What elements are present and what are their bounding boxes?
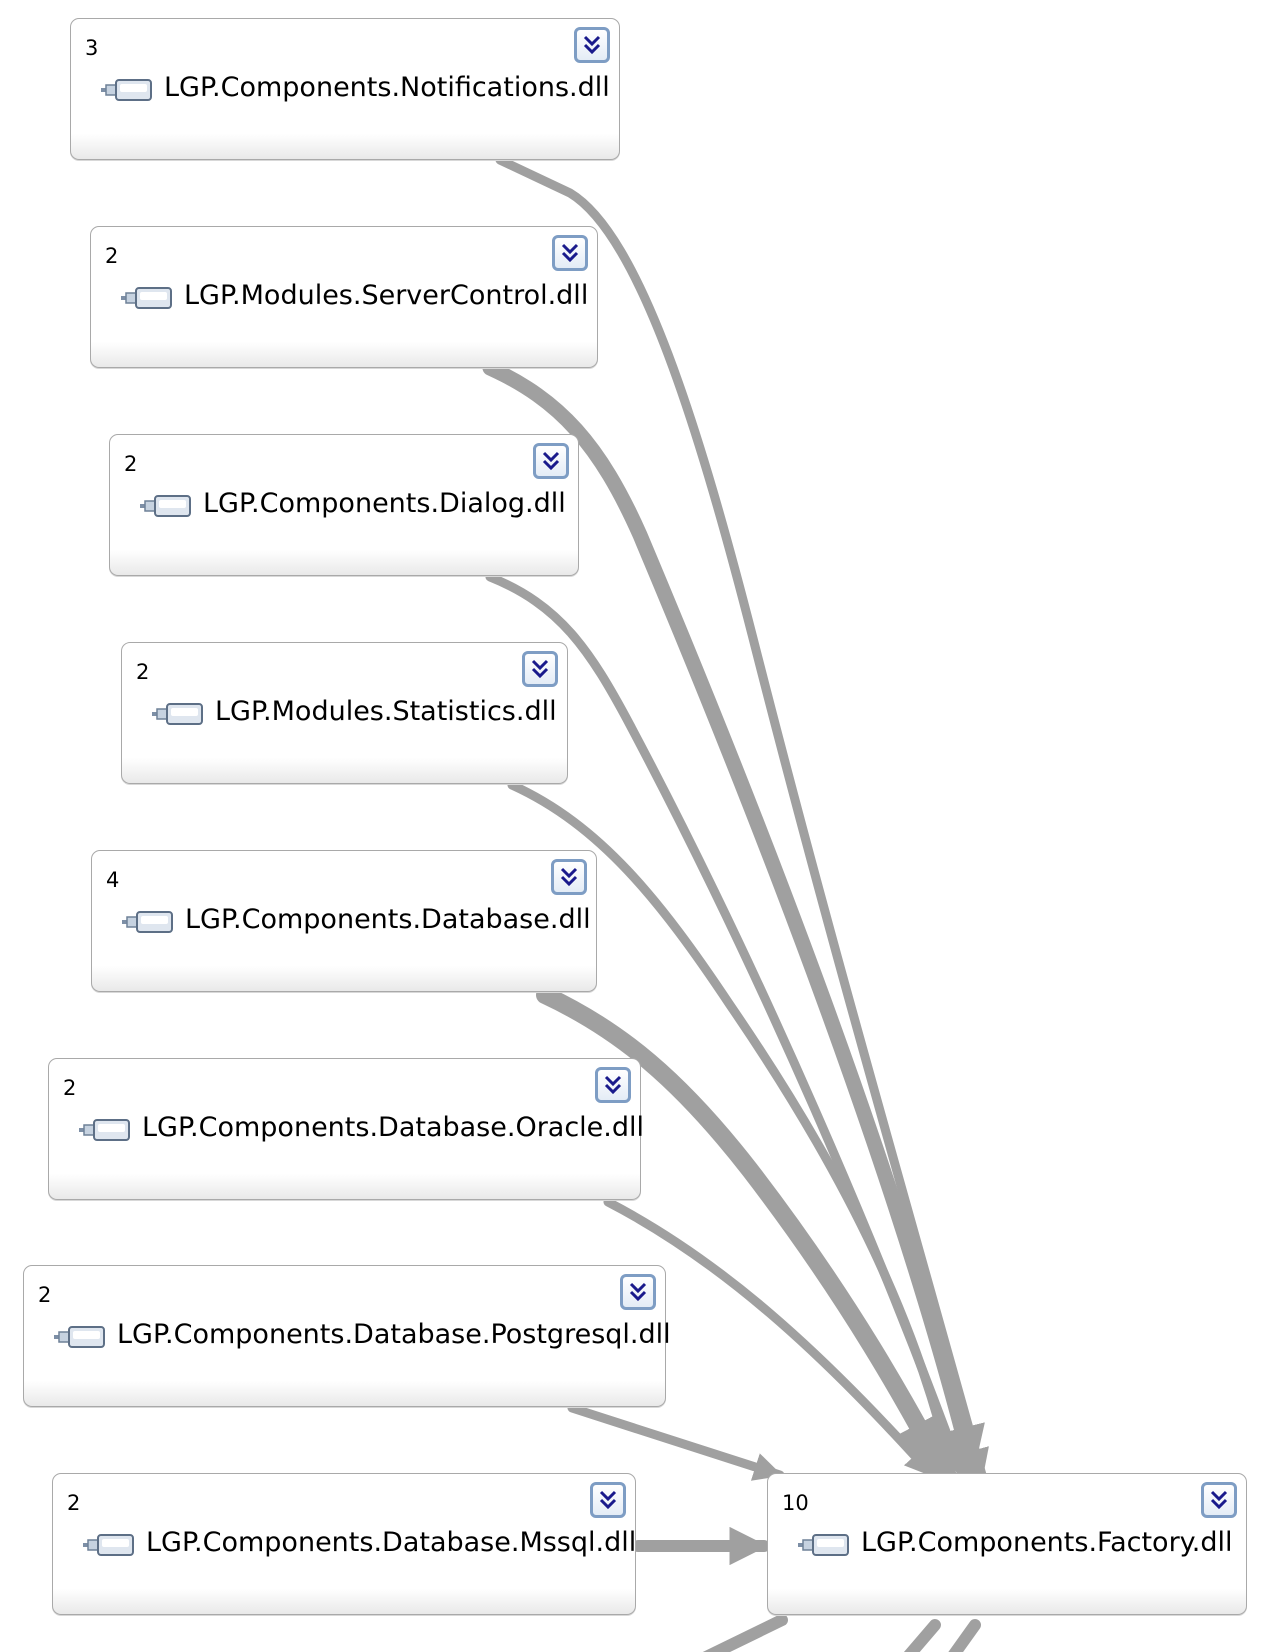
edge-servercontrol-factory bbox=[482, 360, 985, 1478]
node-label: LGP.Modules.Statistics.dll bbox=[215, 696, 557, 727]
node-count: 3 bbox=[85, 36, 99, 60]
node-count: 2 bbox=[105, 244, 119, 268]
node-count: 4 bbox=[106, 868, 120, 892]
node-label: LGP.Components.Factory.dll bbox=[861, 1527, 1233, 1558]
node-label: LGP.Components.Database.Postgresql.dll bbox=[117, 1319, 671, 1350]
node-count: 2 bbox=[124, 452, 138, 476]
edge-offscreen-3 bbox=[948, 1619, 981, 1652]
assembly-icon bbox=[121, 287, 172, 309]
node-factory[interactable]: 10 LGP.Components.Factory.dll bbox=[767, 1473, 1247, 1615]
assembly-icon bbox=[101, 79, 152, 101]
expand-chevron-icon[interactable] bbox=[551, 859, 587, 895]
expand-chevron-icon[interactable] bbox=[552, 235, 588, 271]
node-count: 2 bbox=[67, 1491, 81, 1515]
expand-chevron-icon[interactable] bbox=[522, 651, 558, 687]
edge-offscreen-2 bbox=[903, 1619, 941, 1652]
assembly-icon bbox=[54, 1326, 105, 1348]
node-statistics[interactable]: 2 LGP.Modules.Statistics.dll bbox=[121, 642, 568, 784]
node-count: 2 bbox=[63, 1076, 77, 1100]
assembly-icon bbox=[122, 911, 173, 933]
assembly-icon bbox=[798, 1534, 849, 1556]
node-label: LGP.Components.Notifications.dll bbox=[164, 72, 610, 103]
node-servercontrol[interactable]: 2 LGP.Modules.ServerControl.dll bbox=[90, 226, 598, 368]
assembly-icon bbox=[152, 703, 203, 725]
expand-chevron-icon[interactable] bbox=[1201, 1482, 1237, 1518]
edge-postgresql-factory bbox=[567, 1403, 785, 1481]
edge-notifications-factory bbox=[495, 155, 989, 1480]
assembly-icon bbox=[79, 1119, 130, 1141]
expand-chevron-icon[interactable] bbox=[574, 27, 610, 63]
assembly-icon bbox=[140, 495, 191, 517]
edge-offscreen-1 bbox=[702, 1614, 788, 1652]
node-label: LGP.Components.Database.Mssql.dll bbox=[146, 1527, 637, 1558]
edge-statistics-factory bbox=[507, 780, 961, 1480]
edge-oracle-factory bbox=[603, 1197, 937, 1480]
node-notifications[interactable]: 3 LGP.Components.Notifications.dll bbox=[70, 18, 620, 160]
edge-database-factory bbox=[536, 986, 951, 1479]
node-count: 2 bbox=[136, 660, 150, 684]
node-label: LGP.Modules.ServerControl.dll bbox=[184, 280, 589, 311]
expand-chevron-icon[interactable] bbox=[595, 1067, 631, 1103]
node-label: LGP.Components.Database.dll bbox=[185, 904, 591, 935]
node-dialog[interactable]: 2 LGP.Components.Dialog.dll bbox=[109, 434, 579, 576]
node-label: LGP.Components.Database.Oracle.dll bbox=[142, 1112, 645, 1143]
expand-chevron-icon[interactable] bbox=[620, 1274, 656, 1310]
node-label: LGP.Components.Dialog.dll bbox=[203, 488, 566, 519]
node-count: 2 bbox=[38, 1283, 52, 1307]
node-mssql[interactable]: 2 LGP.Components.Database.Mssql.dll bbox=[52, 1473, 636, 1615]
assembly-icon bbox=[83, 1534, 134, 1556]
expand-chevron-icon[interactable] bbox=[590, 1482, 626, 1518]
node-postgresql[interactable]: 2 LGP.Components.Database.Postgresql.dll bbox=[23, 1265, 671, 1407]
expand-chevron-icon[interactable] bbox=[533, 443, 569, 479]
node-count: 10 bbox=[782, 1491, 809, 1515]
node-oracle[interactable]: 2 LGP.Components.Database.Oracle.dll bbox=[48, 1058, 645, 1200]
node-database[interactable]: 4 LGP.Components.Database.dll bbox=[91, 850, 597, 992]
